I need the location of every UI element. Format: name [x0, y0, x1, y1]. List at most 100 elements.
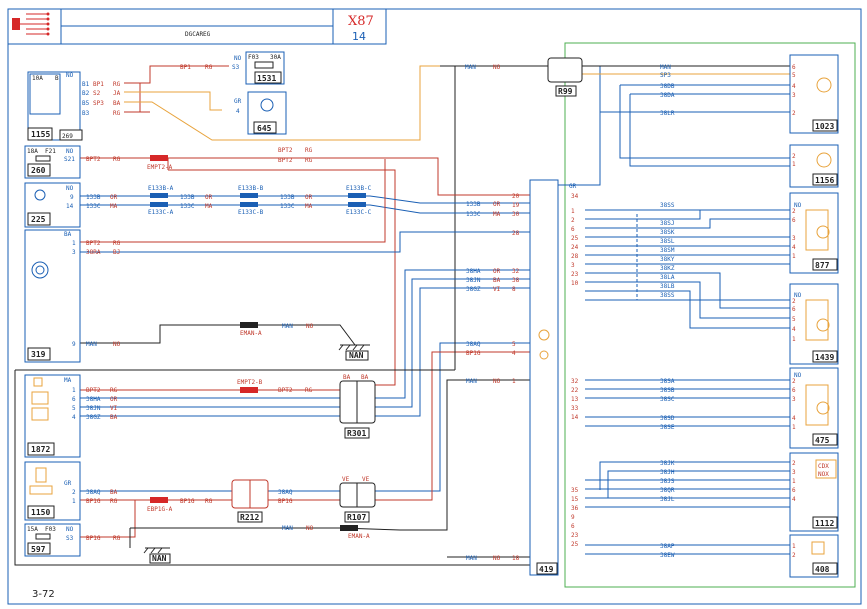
- component-1112-pin: 4: [792, 496, 796, 503]
- component-1155-id: 1155: [31, 130, 50, 139]
- component-419: 419: [529, 179, 559, 576]
- component-1872-col-0: RG: [110, 387, 118, 394]
- component-408: 408: [789, 534, 839, 578]
- component-1872-col-1: OR: [110, 396, 118, 403]
- component-597-id: 597: [31, 545, 46, 554]
- component-1439-pin: 2: [792, 298, 796, 305]
- component-1155-wire-1: S2: [93, 90, 101, 97]
- component-419-right-pin: 2: [571, 217, 575, 224]
- component-419-right-pin: 24: [571, 244, 579, 251]
- component-645-pin: 4: [236, 108, 240, 115]
- component-419-left-pin: 30: [512, 211, 520, 218]
- connector-r107-col-left: VE: [342, 476, 350, 483]
- component-419-right-pin: 14: [571, 414, 579, 421]
- ground-nan1-label: NAN: [349, 351, 364, 360]
- splice-ebpt2a-mark: [150, 155, 168, 161]
- splice-ebpt2a: EMPT2-A: [147, 164, 173, 171]
- connector-r212: R212: [231, 479, 269, 523]
- splice-e133c-a: E133C-A: [148, 209, 174, 216]
- component-319: 319 BA 1 3 9 BPT2 38RA MAN RG BJ NO: [24, 229, 121, 363]
- wire-label-38sl: 38SL: [660, 238, 675, 245]
- component-225-col-0: OR: [110, 194, 118, 201]
- component-419-right-pin: 25: [571, 235, 579, 242]
- component-1531-pin: S3: [232, 64, 240, 71]
- component-319-gnd: BA: [64, 231, 72, 238]
- wire-label-no-lower: NO: [306, 525, 314, 532]
- component-1155-sub: 269: [62, 133, 73, 140]
- component-419-right-pin: 6: [571, 226, 575, 233]
- component-475-gnd: NO: [794, 372, 802, 379]
- wire-label-133c-1: 133C: [180, 203, 195, 210]
- component-1439-id: 1439: [815, 353, 834, 362]
- component-475-pin: 3: [792, 396, 796, 403]
- component-877-pin: 4: [792, 244, 796, 251]
- component-419-right-pin: 1: [571, 208, 575, 215]
- component-1872-pin-1: 6: [72, 396, 76, 403]
- wire-label-man-319: MAN: [282, 323, 293, 330]
- wire-label-bp1g-2: BP1G: [278, 498, 293, 505]
- component-1872-pin-0: 1: [72, 387, 76, 394]
- wire-label-man-lower: MAN: [282, 525, 293, 532]
- wire-label-38gz-col: VI: [493, 286, 501, 293]
- wire-label-38da: 38DA: [660, 92, 675, 99]
- wire-label-38sm: 38SM: [660, 247, 675, 254]
- component-475-id: 475: [815, 436, 830, 445]
- wire-label-38sb: 38SB: [660, 387, 675, 394]
- component-597-wire: BP1G: [86, 535, 101, 542]
- header: DGCAREG X87 14: [7, 8, 387, 45]
- component-1112-pin: 2: [792, 460, 796, 467]
- component-1155-col-0: RG: [113, 81, 121, 88]
- component-475-pin: 4: [792, 415, 796, 422]
- component-319-pin-2: 9: [72, 341, 76, 348]
- wire-label-133b-2: 133B: [280, 194, 295, 201]
- component-1150-wire-1: BP1G: [86, 498, 101, 505]
- wire-label-no-419: NO: [493, 378, 501, 385]
- splice-eman-a-lower: EMAN-A: [348, 533, 370, 540]
- component-1155-pin-1: B2: [82, 90, 90, 97]
- component-1023-pin: 3: [792, 92, 796, 99]
- connector-r301-col-right: BA: [361, 374, 369, 381]
- wire-label-bp1g-3: BP1G: [466, 350, 481, 357]
- connector-r301: R301 BA BA: [339, 374, 376, 439]
- wire-label-38ha-col: OR: [493, 268, 501, 275]
- component-419-right-pin: 28: [571, 253, 579, 260]
- wire-label-38sa: 38SA: [660, 378, 675, 385]
- connector-r301-col-left: BA: [343, 374, 351, 381]
- component-319-wire-1: 38RA: [86, 249, 101, 256]
- component-419-left-pin: 19: [512, 202, 520, 209]
- component-1872-wire-0: BPT2: [86, 387, 101, 394]
- component-1150: 1150 GR 2 1 38AQ BP1G BA RG: [24, 461, 118, 521]
- wire-label-38aq-2: 38AQ: [278, 489, 293, 496]
- component-419-left-pin: 18: [512, 555, 520, 562]
- component-419-right-pin: 9: [571, 514, 575, 521]
- wire-label-38js: 38JS: [660, 478, 675, 485]
- wire-label-no-319: NO: [306, 323, 314, 330]
- component-1155-sub2: B: [55, 75, 59, 82]
- wire-label-38gz: 38GZ: [466, 286, 481, 293]
- splice-ebpt2b: EMPT2-B: [237, 379, 263, 386]
- wire-label-38ky: 38KY: [660, 256, 675, 263]
- component-319-col-0: RG: [113, 240, 121, 247]
- component-1439-pin: 6: [792, 306, 796, 313]
- component-645: 645 4 GR: [234, 91, 287, 135]
- component-419-left-pin: 4: [512, 350, 516, 357]
- component-1150-wire-0: 38AQ: [86, 489, 101, 496]
- splice-e133b-c: E133B-C: [346, 185, 372, 192]
- component-1112-pin: 6: [792, 487, 796, 494]
- component-419-left-pin: 20: [512, 193, 520, 200]
- component-419-id: 419: [539, 565, 554, 574]
- wire-label-ma-3: MA: [493, 211, 501, 218]
- wire-label-133b-1: 133B: [180, 194, 195, 201]
- component-1872: 1872 MA 1 6 5 4 BPT2 38HA 38JN 38GZ RG O…: [24, 374, 118, 458]
- component-1023-pin: 6: [792, 64, 796, 71]
- splice-e133b-b: E133B-B: [238, 185, 264, 192]
- component-1439-gnd: NO: [794, 292, 802, 299]
- component-1112-label1: CDX: [818, 463, 829, 470]
- component-1150-col-0: BA: [110, 489, 118, 496]
- component-1531-id: 1531: [257, 74, 276, 83]
- wire-label-bp1g-1: BP1G: [180, 498, 195, 505]
- component-260-fuse: 18A: [27, 148, 38, 155]
- wire-label-133c-2: 133C: [280, 203, 295, 210]
- component-419-left-pin: 38: [512, 277, 520, 284]
- component-419-right-pin: 33: [571, 405, 579, 412]
